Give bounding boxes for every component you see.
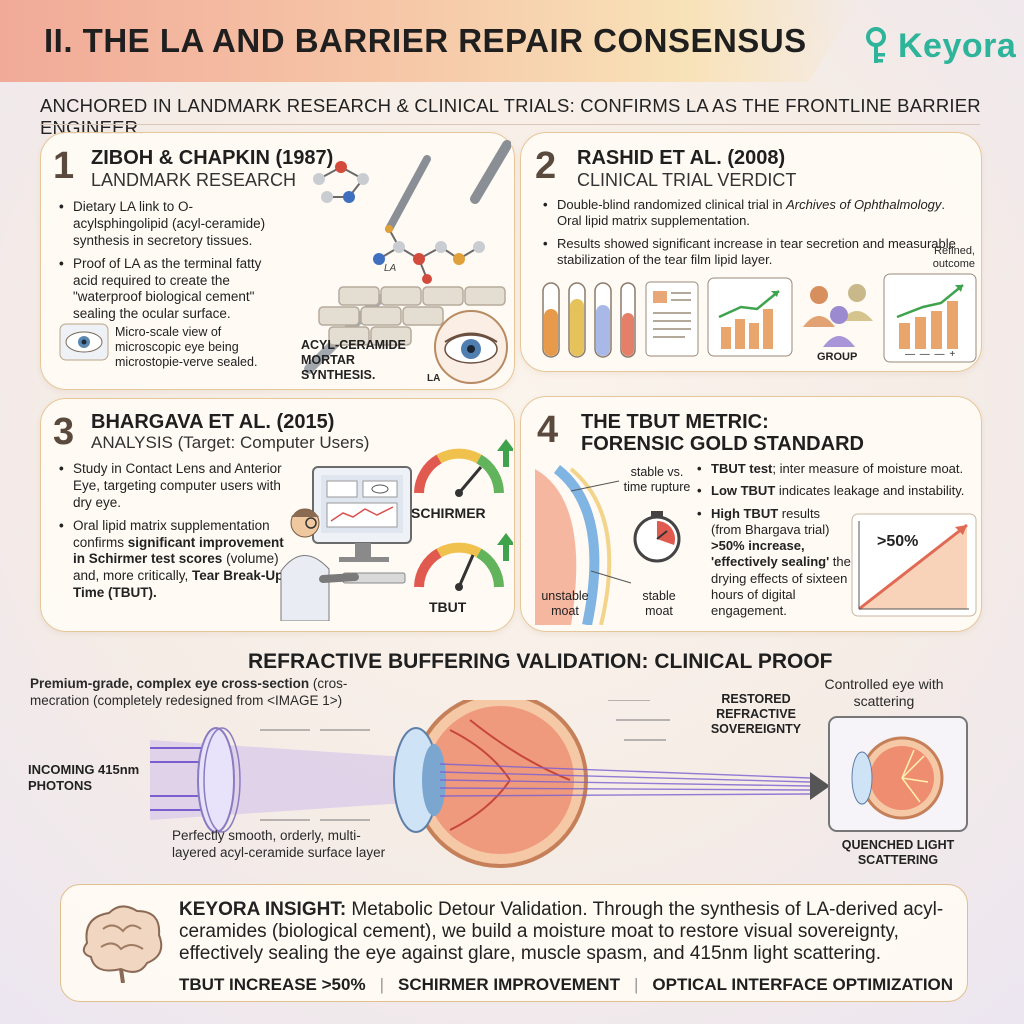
footer-item: OPTICAL INTERFACE OPTIMIZATION xyxy=(652,975,954,994)
card-bullets: Double-blind randomized clinical trial i… xyxy=(543,197,973,274)
card-number: 1 xyxy=(53,145,75,187)
mortar-label: ACYL-CERAMIDE MORTAR SYNTHESIS. xyxy=(301,338,406,382)
bullet: Oral lipid matrix supplementation confir… xyxy=(59,518,291,602)
schirmer-label: SCHIRMER xyxy=(411,505,486,521)
bullet: TBUT test; inter measure of moisture moa… xyxy=(697,461,979,478)
page-title: II. THE LA AND BARRIER REPAIR CONSENSUS xyxy=(44,22,807,59)
card-title-line2: FORENSIC GOLD STANDARD xyxy=(581,433,864,455)
insight-text: KEYORA INSIGHT: Metabolic Detour Validat… xyxy=(179,899,944,965)
logo-text: Keyora xyxy=(898,26,1017,65)
tbut-gauge-icon xyxy=(414,533,513,591)
card-number: 3 xyxy=(53,411,75,453)
brand-logo[interactable]: Keyora xyxy=(862,26,1016,66)
eye-inset-icon xyxy=(59,323,109,361)
card-title-line1: THE TBUT METRIC: xyxy=(581,411,769,433)
footer-item: TBUT INCREASE >50% xyxy=(179,975,366,994)
chart-label: >50% xyxy=(877,533,919,550)
incoming-photons-label: INCOMING 415nm PHOTONS xyxy=(28,762,140,794)
la-label: LA xyxy=(384,263,397,274)
bullet: Dietary LA link to O-acylsphingolipid (a… xyxy=(59,199,287,250)
unstable-moat-label: unstable moat xyxy=(541,589,589,618)
card-title: BHARGAVA ET AL. (2015) xyxy=(91,411,335,433)
group-label: GROUP xyxy=(817,351,858,363)
stable-moat-label: stable moat xyxy=(642,589,676,618)
card-ziboh: 1 ZIBOH & CHAPKIN (1987) LANDMARK RESEAR… xyxy=(40,132,515,390)
controlled-eye-label: Controlled eye with scattering xyxy=(824,676,944,709)
footer-item: SCHIRMER IMPROVEMENT xyxy=(398,975,620,994)
restored-label: RESTORED REFRACTIVE SOVEREIGNTY xyxy=(710,692,802,736)
card-subtitle: ANALYSIS (Target: Computer Users) xyxy=(91,433,370,452)
increase-chart-icon xyxy=(851,513,977,617)
axis-signs: — — — + xyxy=(905,349,957,360)
card-subtitle: LANDMARK RESEARCH xyxy=(91,170,297,190)
computer-user-icon xyxy=(280,466,412,621)
card-rashid: 2 RASHID ET AL. (2008) CLINICAL TRIAL VE… xyxy=(520,132,982,372)
test-tubes-icon xyxy=(542,282,636,358)
header-band xyxy=(0,0,860,82)
card-number: 2 xyxy=(535,145,557,187)
section-title: REFRACTIVE BUFFERING VALIDATION: CLINICA… xyxy=(248,650,833,673)
group-icon xyxy=(803,284,873,347)
inset-caption: Micro-scale view of microscopic eye bein… xyxy=(115,325,258,369)
bullet: Low TBUT indicates leakage and instabili… xyxy=(697,483,979,500)
la-small-label: LA xyxy=(427,373,441,384)
brain-icon xyxy=(82,905,163,983)
bullet: Study in Contact Lens and Anterior Eye, … xyxy=(59,461,291,512)
footer-separator: | xyxy=(379,975,384,994)
card-bhargava: 3 BHARGAVA ET AL. (2015) ANALYSIS (Targe… xyxy=(40,398,515,632)
quenched-label: QUENCHED LIGHT SCATTERING xyxy=(841,838,955,867)
card-number: 4 xyxy=(537,409,559,451)
card-subtitle: CLINICAL TRIAL VERDICT xyxy=(577,170,797,190)
insight-footer: TBUT INCREASE >50% | SCHIRMER IMPROVEMEN… xyxy=(179,975,969,995)
insight-box: KEYORA INSIGHT: Metabolic Detour Validat… xyxy=(60,884,968,1002)
controlled-eye-icon xyxy=(828,716,968,832)
outcome-chart-icon xyxy=(883,273,977,363)
surface-layer-note: Perfectly smooth, orderly, multi-layered… xyxy=(172,828,386,860)
stable-vs-label: stable vs. time rupture xyxy=(623,465,691,494)
card-bullets: TBUT test; inter measure of moisture moa… xyxy=(697,461,979,625)
document-icon xyxy=(645,281,699,357)
footer-separator: | xyxy=(633,975,639,994)
divider xyxy=(40,124,980,125)
bullet: Results showed significant increase in t… xyxy=(543,236,973,269)
tear-film-icon xyxy=(535,465,681,625)
key-logo-icon xyxy=(866,27,886,63)
bar-chart-icon xyxy=(707,277,793,357)
card-bullets: Dietary LA link to O-acylsphingolipid (a… xyxy=(59,199,287,329)
tbut-label: TBUT xyxy=(429,599,467,615)
refined-note: Refined, outcome xyxy=(932,245,975,270)
schirmer-gauge-icon xyxy=(414,439,513,497)
card-title: RASHID ET AL. (2008) xyxy=(577,147,786,169)
card-bullets: Study in Contact Lens and Anterior Eye, … xyxy=(59,461,291,608)
eye-cross-section-icon xyxy=(150,700,830,868)
bullet: Proof of LA as the terminal fatty acid r… xyxy=(59,256,287,324)
bullet: Double-blind randomized clinical trial i… xyxy=(543,197,973,230)
molecule-icon xyxy=(304,140,511,384)
card-tbut-metric: 4 THE TBUT METRIC: FORENSIC GOLD STANDAR… xyxy=(520,396,982,632)
bullet: High TBUT results (from Bhargava trial) … xyxy=(697,506,853,620)
card-title: ZIBOH & CHAPKIN (1987) xyxy=(91,147,334,169)
cross-section-note: Premium-grade, complex eye cross-section… xyxy=(30,676,348,708)
